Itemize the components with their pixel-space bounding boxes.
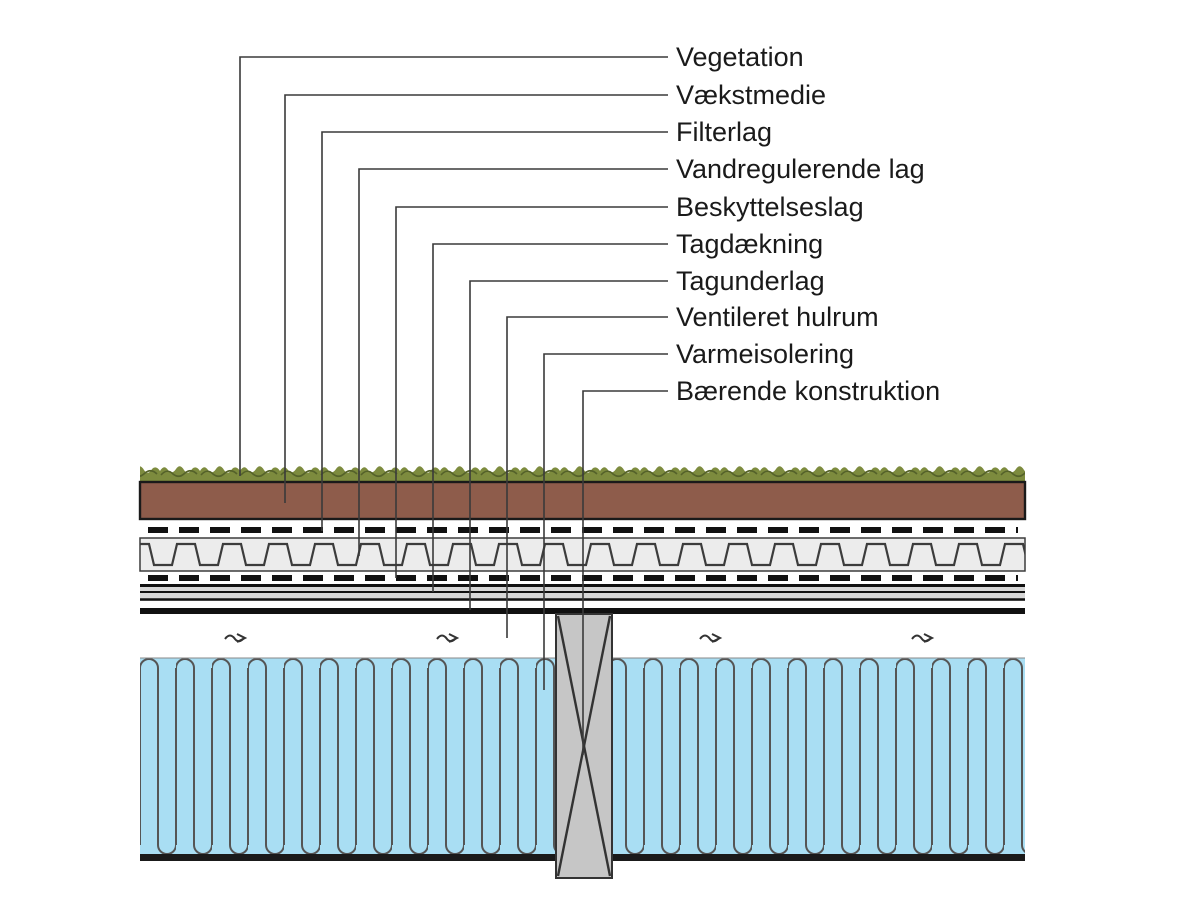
airflow-arrow	[911, 633, 935, 643]
beam-cross-diagonal-2	[556, 615, 612, 877]
label-growth-medium: Vækstmedie	[676, 80, 826, 110]
leader-line-water-regulating	[358, 168, 668, 556]
leader-line-vegetation	[239, 56, 668, 476]
layer-load-bearing-structure	[555, 613, 613, 879]
label-vegetation: Vegetation	[676, 42, 804, 72]
airflow-arrow	[224, 633, 248, 643]
label-load-bearing: Bærende konstruktion	[676, 376, 940, 406]
leader-line-ventilated-cavity	[506, 316, 668, 638]
leader-line-growth-medium	[284, 94, 668, 503]
label-filter: Filterlag	[676, 117, 772, 147]
leader-line-roof-underlay	[469, 280, 668, 610]
label-insulation: Varmeisolering	[676, 339, 854, 369]
leader-line-load-bearing	[582, 390, 668, 755]
label-ventilated-cavity: Ventileret hulrum	[676, 302, 879, 332]
leader-line-protection	[395, 206, 668, 578]
leader-line-filter	[321, 131, 668, 531]
leader-lines	[239, 56, 668, 755]
layer-ventilated-cavity	[224, 633, 935, 643]
label-roof-underlay: Tagunderlag	[676, 266, 825, 296]
label-roof-covering: Tagdækning	[676, 229, 823, 259]
label-protection: Beskyttelseslag	[676, 192, 864, 222]
airflow-arrow	[436, 633, 460, 643]
leader-line-insulation	[543, 353, 668, 690]
label-water-regulating: Vandregulerende lag	[676, 154, 925, 184]
airflow-arrow	[699, 633, 723, 643]
labels: Vegetation Vækstmedie Filterlag Vandregu…	[676, 42, 940, 406]
leader-line-roof-covering	[432, 243, 668, 592]
